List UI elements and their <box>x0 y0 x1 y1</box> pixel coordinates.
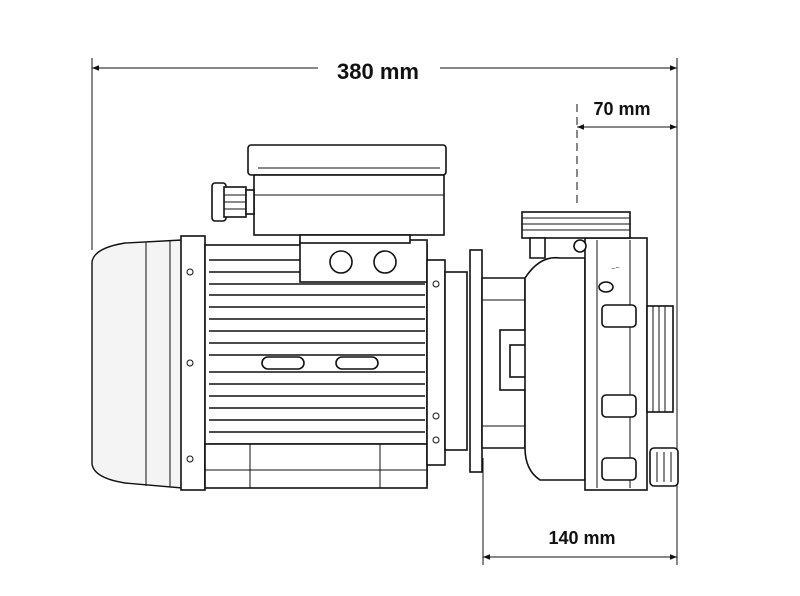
pump-volute: ~~ <box>524 237 648 491</box>
terminal-box <box>247 144 447 244</box>
drive-end-flange <box>426 259 468 466</box>
suction-inlet <box>521 211 631 259</box>
pump-head-length-label: 140 mm <box>548 528 615 548</box>
motor-body <box>204 244 428 489</box>
pump-adapter <box>469 249 533 473</box>
dimension-overall: 380 mm <box>91 58 678 565</box>
overall-length-label: 380 mm <box>337 59 419 84</box>
dimension-pump-head: 140 mm <box>482 458 677 565</box>
drain-plug <box>649 447 679 487</box>
cable-gland <box>211 182 255 222</box>
capacitor-box <box>299 239 428 283</box>
motor-end-bell <box>180 235 206 491</box>
dimension-inlet: 70 mm <box>576 99 677 205</box>
inlet-offset-label: 70 mm <box>593 99 650 119</box>
cooling-fins <box>209 259 425 445</box>
fan-cover <box>91 239 183 489</box>
brand-logo-mark: ~~ <box>611 264 620 273</box>
discharge-outlet <box>646 305 674 413</box>
